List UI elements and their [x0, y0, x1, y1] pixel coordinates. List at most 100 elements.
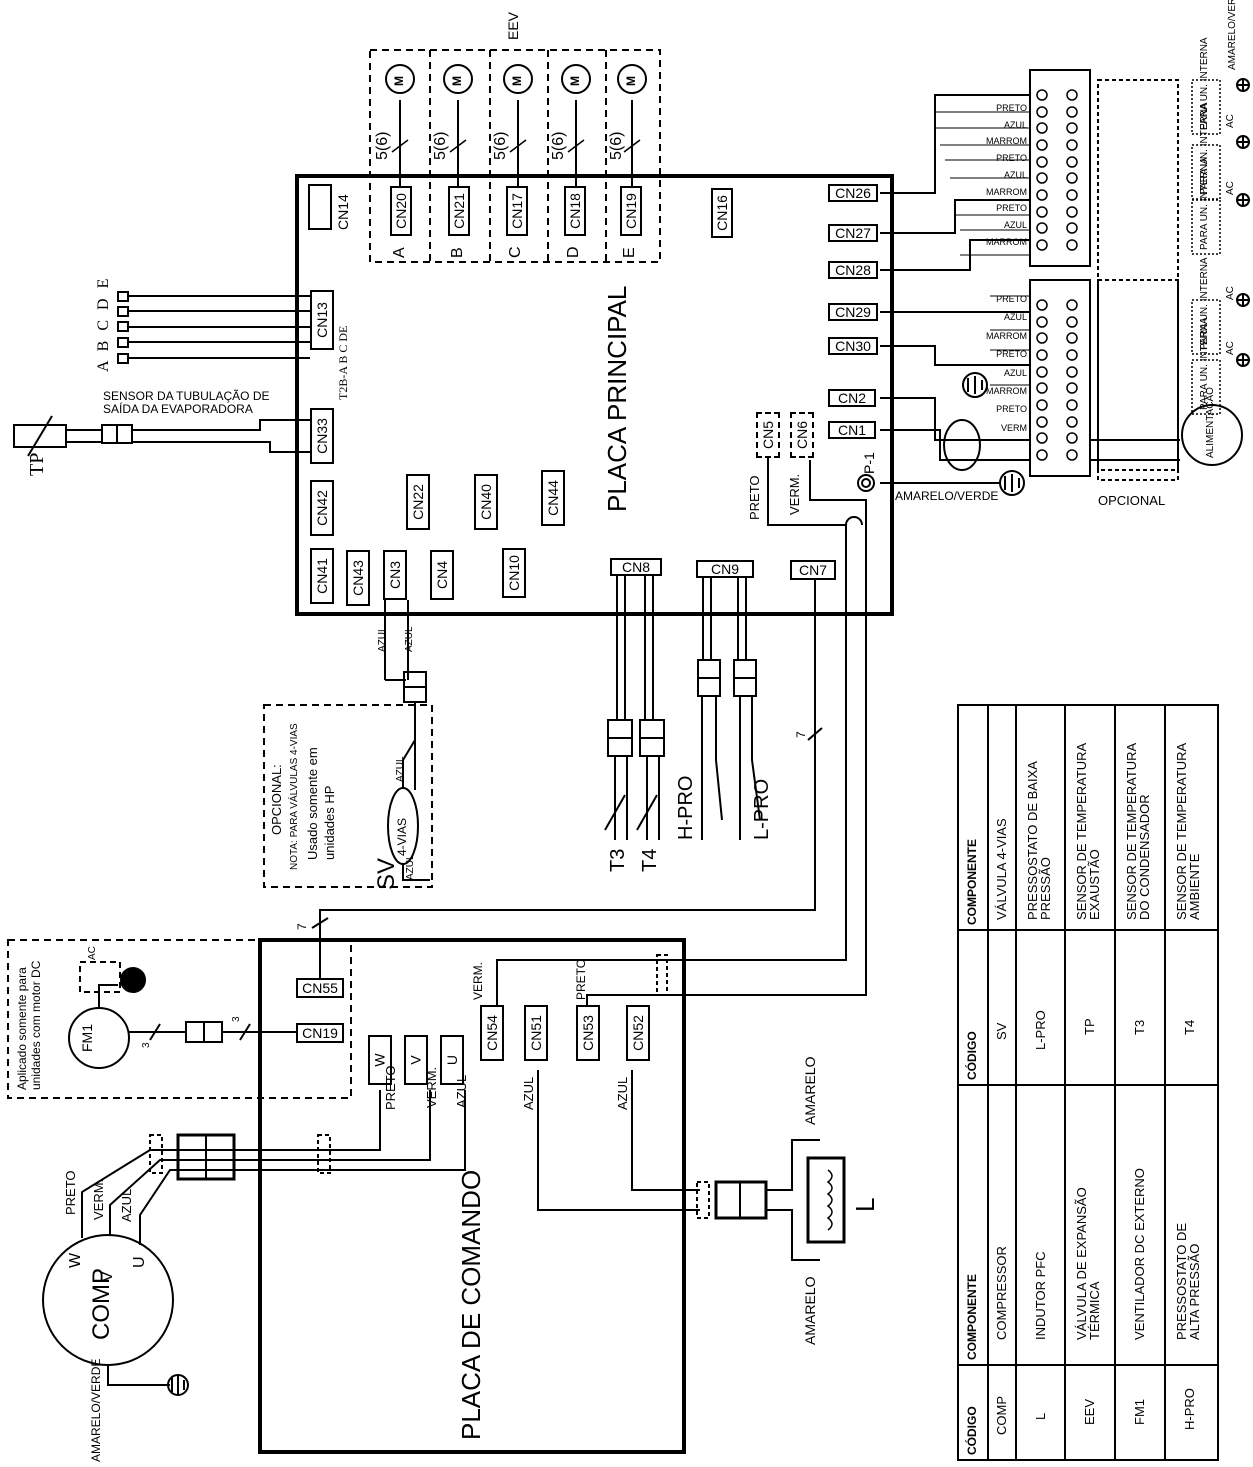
alimentacao-label: ALIMENTAÇÃO — [1205, 387, 1216, 458]
legend-row1-comp2: VÁLVULA 4-VIAS — [994, 818, 1009, 920]
opcional-label: OPCIONAL — [1098, 493, 1166, 508]
sv-azul-1: AZUL — [395, 756, 406, 782]
control-wire-preto: PRETO — [383, 1065, 398, 1110]
eev-pin-count-e: 5(6) — [608, 131, 625, 160]
connector-v: V — [404, 1035, 428, 1085]
eev-motor-symbol-c: M — [510, 76, 524, 86]
legend-header-code-2: CÓDIGO — [965, 1031, 979, 1080]
legend-row1-comp1: COMPRESSOR — [994, 1246, 1009, 1340]
connector-cn10: CN10 — [502, 548, 526, 598]
legend-header-component-2: COMPONENTE — [965, 838, 979, 925]
connector-cn40: CN40 — [474, 474, 498, 530]
connector-cn7: CN7 — [790, 560, 836, 580]
ground-label-top-right: AMARELO/VERDE — [1227, 0, 1238, 70]
connector-cn28: CN28 — [828, 261, 878, 279]
inductor-wire-amarelo-2: AMARELO — [802, 1276, 818, 1345]
fan-note-1: Aplicado somente para — [15, 967, 29, 1090]
sv-nota: NOTA: PARA VÁLVULAS 4-VIAS — [289, 723, 300, 870]
connector-cn14-box — [308, 184, 332, 230]
control-wire-verm: VERM. — [424, 1066, 439, 1108]
p1-label: P-1 — [861, 452, 877, 474]
legend-row3-comp1: VÁLVULA DE EXPANSÃO TÉRMICA — [1074, 1187, 1102, 1340]
eev-dashed-box — [369, 49, 661, 263]
connector-cn26: CN26 — [828, 184, 878, 202]
legend-row1-code1: COMP — [994, 1396, 1009, 1435]
connector-letter-d: D — [565, 246, 582, 258]
tp-label: TP — [26, 452, 48, 476]
inductor-wire-amarelo-1: AMARELO — [802, 1056, 818, 1125]
eev-pin-count-c: 5(6) — [492, 131, 509, 160]
connector-cn17: CN17 — [506, 186, 528, 236]
connector-cn42: CN42 — [310, 480, 334, 536]
connector-cn41: CN41 — [310, 548, 334, 604]
connector-letter-e: E — [621, 247, 638, 258]
connector-cn2: CN2 — [828, 389, 876, 407]
connector-cn1: CN1 — [828, 421, 876, 439]
legend-row5-code2: T4 — [1182, 1019, 1197, 1035]
legend-header-component-1: COMPONENTE — [965, 1273, 979, 1360]
legend-row3-code1: EEV — [1082, 1398, 1097, 1425]
legend-row5-code1: H-PRO — [1182, 1388, 1197, 1430]
legend-row2-comp1: INDUTOR PFC — [1033, 1251, 1048, 1340]
sv-usado-1: Usado somente em — [305, 747, 320, 860]
connector-cn19-control: CN19 — [296, 1023, 344, 1043]
compressor-terminal-w: W — [67, 1252, 84, 1268]
wire-verm-main: VERM. — [787, 473, 802, 515]
lpro-label: L-PRO — [751, 778, 773, 840]
connector-cn52: CN52 — [626, 1005, 650, 1061]
sv-label: SV — [373, 857, 400, 890]
compressor-ground-label: AMARELO/VERDE — [89, 1358, 103, 1462]
cn52-wire-azul: AZUL — [615, 1076, 630, 1110]
legend-row2-code2: L-PRO — [1033, 1010, 1048, 1050]
sv-azul-2: AZUL — [405, 854, 416, 880]
connector-u: U — [440, 1035, 464, 1085]
connector-cn13: CN13 — [310, 290, 334, 350]
cn7-wire-count: 7 — [794, 731, 808, 738]
legend-table-outline — [957, 704, 1219, 1461]
fan-note-2: unidades com motor DC — [29, 960, 43, 1090]
eev-pin-count-a: 5(6) — [374, 131, 391, 160]
t3-label: T3 — [607, 848, 629, 872]
fan-dashed-box — [7, 939, 352, 1099]
cn3-wire-azul-1: AZUL — [377, 626, 388, 652]
connector-cn6: CN6 — [790, 412, 814, 458]
legend-row1-code2: SV — [994, 1022, 1009, 1040]
compressor-wire-preto: PRETO — [63, 1170, 78, 1215]
ac-label-4: AC — [1225, 341, 1236, 355]
legend-row3-comp2: SENSOR DE TEMPERATURA EXAUSTÃO — [1074, 742, 1102, 920]
legend-header-code-1: CÓDIGO — [965, 1406, 979, 1455]
connector-cn3: CN3 — [383, 550, 407, 600]
sv-opcional-label: OPCIONAL: — [269, 764, 284, 835]
cn3-wire-azul-2: AZUL — [404, 626, 415, 652]
eev-motor-symbol-a: M — [392, 76, 406, 86]
connector-cn33: CN33 — [310, 408, 334, 464]
connector-cn5: CN5 — [756, 412, 780, 458]
control-board-title: PLACA DE COMANDO — [456, 1169, 486, 1440]
legend-row4-code1: FM1 — [1132, 1399, 1147, 1425]
connector-cn51: CN51 — [524, 1005, 548, 1061]
connector-cn44: CN44 — [541, 470, 565, 526]
connector-cn30: CN30 — [828, 337, 878, 355]
sv-optional-box — [263, 704, 433, 888]
connector-cn8: CN8 — [610, 558, 662, 576]
cn55-wire-count: 7 — [295, 923, 309, 930]
t4-label: T4 — [639, 848, 661, 872]
t2b-label: T2B-A B C DE — [336, 325, 350, 400]
eev-motor-symbol-b: M — [450, 76, 464, 86]
eev-pin-count-d: 5(6) — [550, 131, 567, 160]
connector-cn9: CN9 — [696, 560, 754, 578]
wire-preto-main: PRETO — [747, 475, 762, 520]
connector-cn19-main: CN19 — [620, 186, 642, 236]
connector-w: W — [368, 1035, 392, 1085]
legend-row5-comp1: PRESSOSTATO DE ALTA PRESSÃO — [1174, 1222, 1202, 1340]
ac-label-1: AC — [1225, 114, 1236, 128]
main-board-outline — [295, 174, 894, 616]
fm1-label: FM1 — [79, 1024, 95, 1052]
sv-4vias-label: 4-VIAS — [395, 817, 409, 856]
connector-cn18: CN18 — [564, 186, 586, 236]
cn53-wire-preto: PRETO — [574, 958, 588, 1000]
connector-letter-a: A — [391, 247, 408, 258]
connector-cn55: CN55 — [296, 978, 344, 998]
